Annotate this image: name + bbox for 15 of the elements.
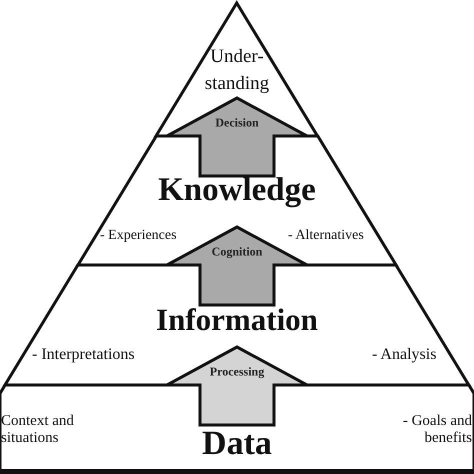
bullet-text: - Interpretations <box>32 346 136 364</box>
block-arrow <box>166 225 308 306</box>
level-heading: Information <box>155 302 319 338</box>
block-arrow <box>166 345 308 426</box>
bullet-text: - Goals and benefits <box>402 413 472 448</box>
bullet-text: Context and situations <box>1 413 75 448</box>
bullet-text: - Analysis <box>372 346 438 364</box>
level-heading: Knowledge <box>157 172 317 210</box>
bullet-text: - Experiences <box>100 228 178 244</box>
level-heading: Data <box>201 424 273 464</box>
block-arrow <box>166 96 308 178</box>
edge-label: Cognition <box>210 244 264 260</box>
edge-label: Processing <box>208 364 266 380</box>
level-label: Under- standing <box>204 45 270 96</box>
bullet-text: - Alternatives <box>288 228 365 244</box>
